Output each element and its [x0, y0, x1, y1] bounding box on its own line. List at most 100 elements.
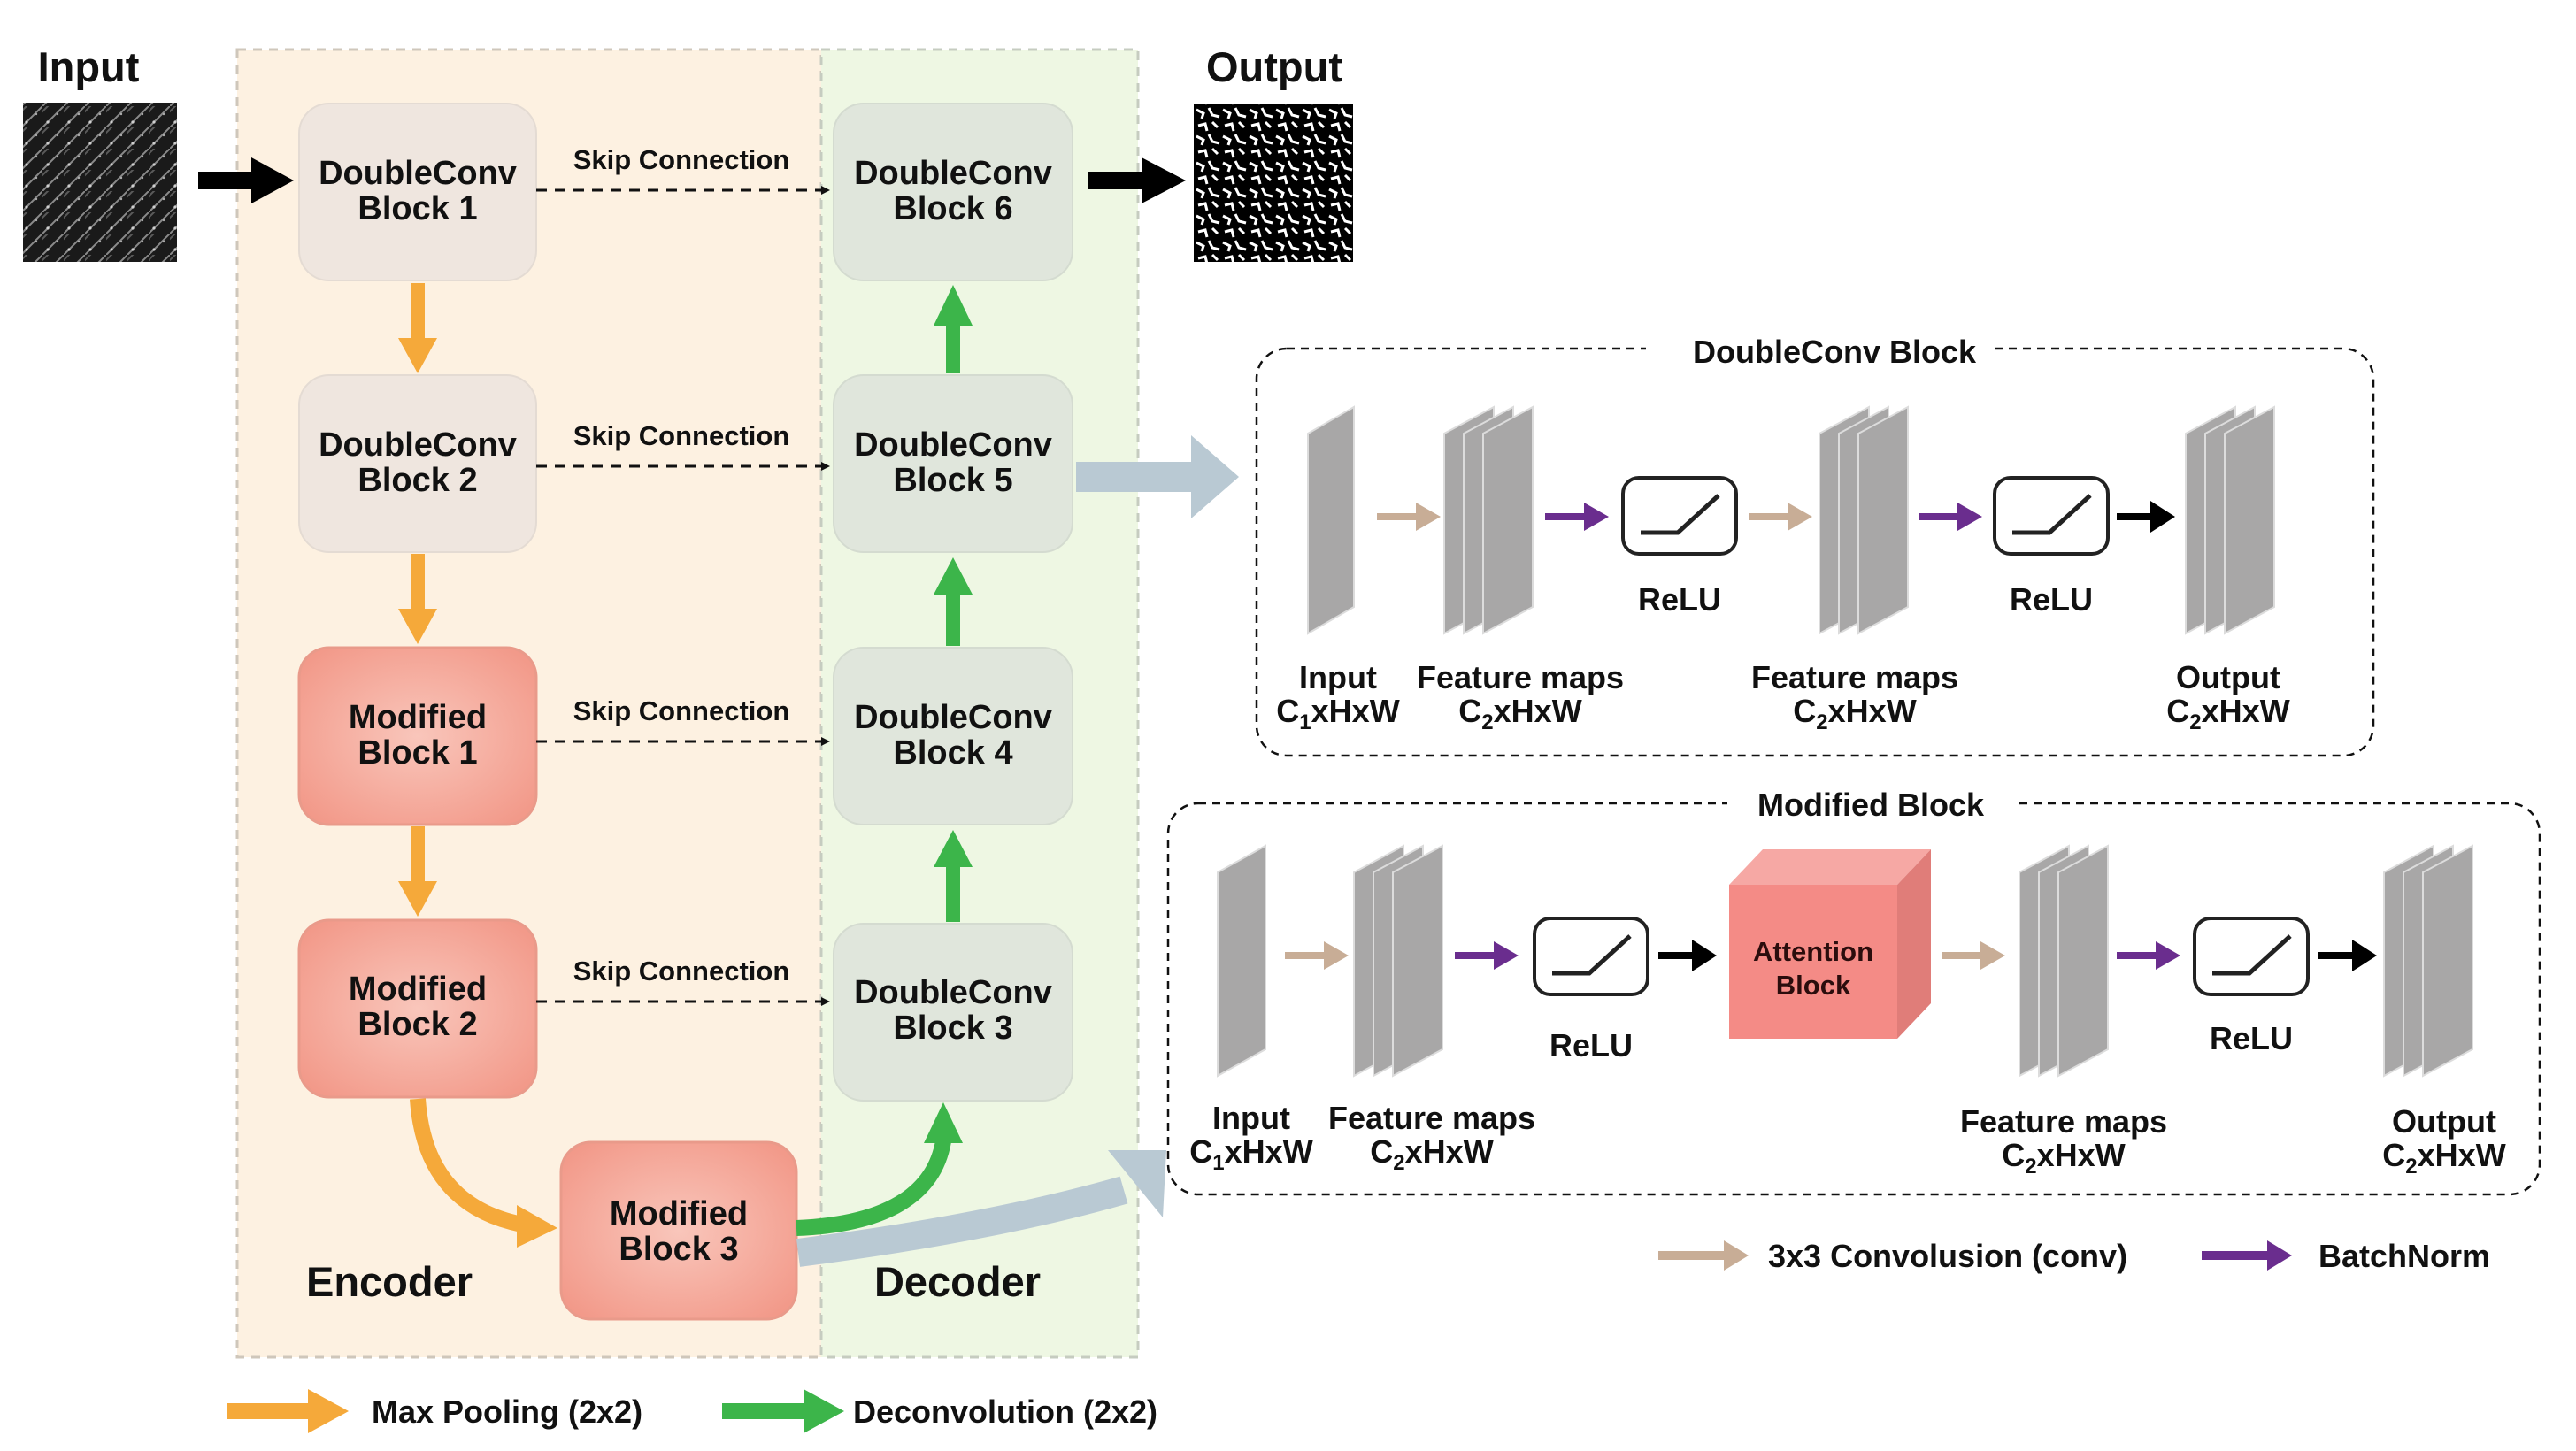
- dc-feature-maps-1: [1443, 405, 1534, 635]
- dc-fm1-name: Feature maps: [1417, 659, 1624, 695]
- md-black-arrow-2: [2318, 940, 2377, 971]
- dc-input-dims: C1xHxW: [1276, 693, 1399, 734]
- md-conv-arrow-1: [1285, 941, 1349, 970]
- md-input-tensor: [1217, 844, 1266, 1078]
- encoder-block-2: [298, 374, 537, 553]
- modified-title-bg: [1727, 791, 2019, 818]
- md-conv-arrow-2: [1942, 941, 2005, 970]
- encoder-block-4-line2: Block 2: [358, 1006, 477, 1043]
- dc-batchnorm-arrow-1: [1545, 503, 1609, 531]
- md-relu-2: [2193, 917, 2310, 996]
- output-title: Output: [1206, 43, 1342, 90]
- dc-relu-2: [1993, 476, 2110, 556]
- skip-connection-3: Skip Connection: [536, 695, 830, 746]
- skip-label-3: Skip Connection: [573, 695, 790, 726]
- md-input-name: Input: [1212, 1100, 1290, 1136]
- deconv-arrow-3: [934, 557, 973, 646]
- decoder-block-3-line2: Block 3: [893, 1010, 1012, 1047]
- encoder-block-3-line2: Block 1: [358, 734, 477, 772]
- attention-label-line1: Attention: [1753, 936, 1873, 967]
- dc-relu-1: [1621, 476, 1738, 556]
- decoder-block-6: [833, 103, 1073, 281]
- skip-connection-4: Skip Connection: [536, 956, 830, 1006]
- md-batchnorm-arrow-2: [2117, 941, 2180, 970]
- md-output-dims: C2xHxW: [2382, 1137, 2505, 1178]
- connector-arrow-modified: [796, 1150, 1166, 1267]
- skip-label-1: Skip Connection: [573, 144, 790, 175]
- modified-detail-title: Modified Block: [1757, 787, 1985, 823]
- decoder-block-5-line2: Block 5: [893, 462, 1012, 499]
- doubleconv-title-bg: [1646, 336, 1993, 363]
- decoder-label: Decoder: [874, 1258, 1041, 1305]
- skip-label-4: Skip Connection: [573, 956, 790, 987]
- dc-output-name: Output: [2176, 659, 2280, 695]
- deconv-arrow-2: [934, 830, 973, 922]
- dc-output-tensor: [2185, 405, 2275, 635]
- decoder-block-3: [833, 923, 1073, 1102]
- md-black-arrow-1: [1658, 940, 1717, 971]
- md-relu-1: [1533, 917, 1649, 996]
- dc-fm1-dims: C2xHxW: [1458, 693, 1581, 734]
- dc-batchnorm-arrow-2: [1919, 503, 1982, 531]
- attention-block: [1729, 849, 1931, 1039]
- decoder-block-5-line1: DoubleConv: [854, 426, 1052, 464]
- decoder-block-6-line2: Block 6: [893, 190, 1012, 227]
- output-arrow: [1088, 157, 1186, 203]
- max-pool-arrow-4: [410, 1098, 557, 1248]
- dc-relu-1-label: ReLU: [1638, 581, 1721, 618]
- encoder-block-4: [297, 918, 538, 1099]
- decoder-block-5: [833, 374, 1073, 553]
- decoder-block-4-line1: DoubleConv: [854, 699, 1052, 736]
- dc-input-tensor: [1307, 405, 1355, 635]
- dc-output-dims: C2xHxW: [2166, 693, 2289, 734]
- input-arrow: [198, 157, 294, 203]
- legend-deconvolution: Deconvolution (2x2): [722, 1389, 1157, 1433]
- dc-fm2-name: Feature maps: [1751, 659, 1958, 695]
- skip-connection-1: Skip Connection: [536, 144, 830, 195]
- md-batchnorm-arrow-1: [1455, 941, 1519, 970]
- dc-input-name: Input: [1299, 659, 1377, 695]
- legend-max-pooling-label: Max Pooling (2x2): [372, 1393, 642, 1430]
- encoder-label: Encoder: [306, 1258, 473, 1305]
- md-fm2-name: Feature maps: [1960, 1103, 2167, 1140]
- encoder-block-2-line1: DoubleConv: [319, 426, 517, 464]
- legend-max-pooling: Max Pooling (2x2): [227, 1389, 642, 1433]
- dc-fm2-dims: C2xHxW: [1793, 693, 1916, 734]
- legend-batchnorm: BatchNorm: [2202, 1238, 2490, 1274]
- deconv-arrow-4: [934, 285, 973, 373]
- skip-connection-2: Skip Connection: [536, 420, 830, 471]
- decoder-block-3-line1: DoubleConv: [854, 974, 1052, 1011]
- skip-label-2: Skip Connection: [573, 420, 790, 451]
- max-pool-arrow-3: [398, 826, 437, 917]
- md-input-dims: C1xHxW: [1189, 1133, 1312, 1175]
- dc-feature-maps-2: [1819, 405, 1909, 635]
- md-output-name: Output: [2392, 1103, 2496, 1140]
- legend-conv: 3x3 Convolusion (conv): [1658, 1238, 2127, 1274]
- md-relu-2-label: ReLU: [2210, 1020, 2293, 1056]
- md-fm1-dims: C2xHxW: [1370, 1133, 1493, 1175]
- encoder-block-1-line1: DoubleConv: [319, 155, 517, 192]
- decoder-block-6-line1: DoubleConv: [854, 155, 1052, 192]
- deconv-arrow-1: [796, 1102, 963, 1236]
- legend-deconvolution-label: Deconvolution (2x2): [853, 1393, 1157, 1430]
- max-pool-arrow-2: [398, 554, 437, 644]
- max-pool-arrow-1: [398, 283, 437, 373]
- encoder-block-4-line1: Modified: [349, 971, 487, 1008]
- md-fm2-dims: C2xHxW: [2002, 1137, 2125, 1178]
- legend-batchnorm-label: BatchNorm: [2318, 1238, 2490, 1274]
- dc-black-arrow: [2117, 501, 2175, 533]
- encoder-block-1: [298, 103, 537, 281]
- encoder-block-5-line2: Block 3: [619, 1231, 738, 1268]
- input-image: [23, 103, 177, 262]
- encoder-block-5: [559, 1140, 798, 1321]
- encoder-block-2-line2: Block 2: [358, 462, 477, 499]
- dc-conv-arrow-2: [1749, 503, 1812, 531]
- md-output-tensor: [2383, 844, 2473, 1078]
- legend-conv-label: 3x3 Convolusion (conv): [1768, 1238, 2127, 1274]
- attention-label-line2: Block: [1776, 970, 1851, 1001]
- connector-arrow-doubleconv: [1076, 435, 1239, 518]
- decoder-block-4-line2: Block 4: [893, 734, 1012, 772]
- md-fm1-name: Feature maps: [1328, 1100, 1535, 1136]
- output-image: [1194, 104, 1353, 262]
